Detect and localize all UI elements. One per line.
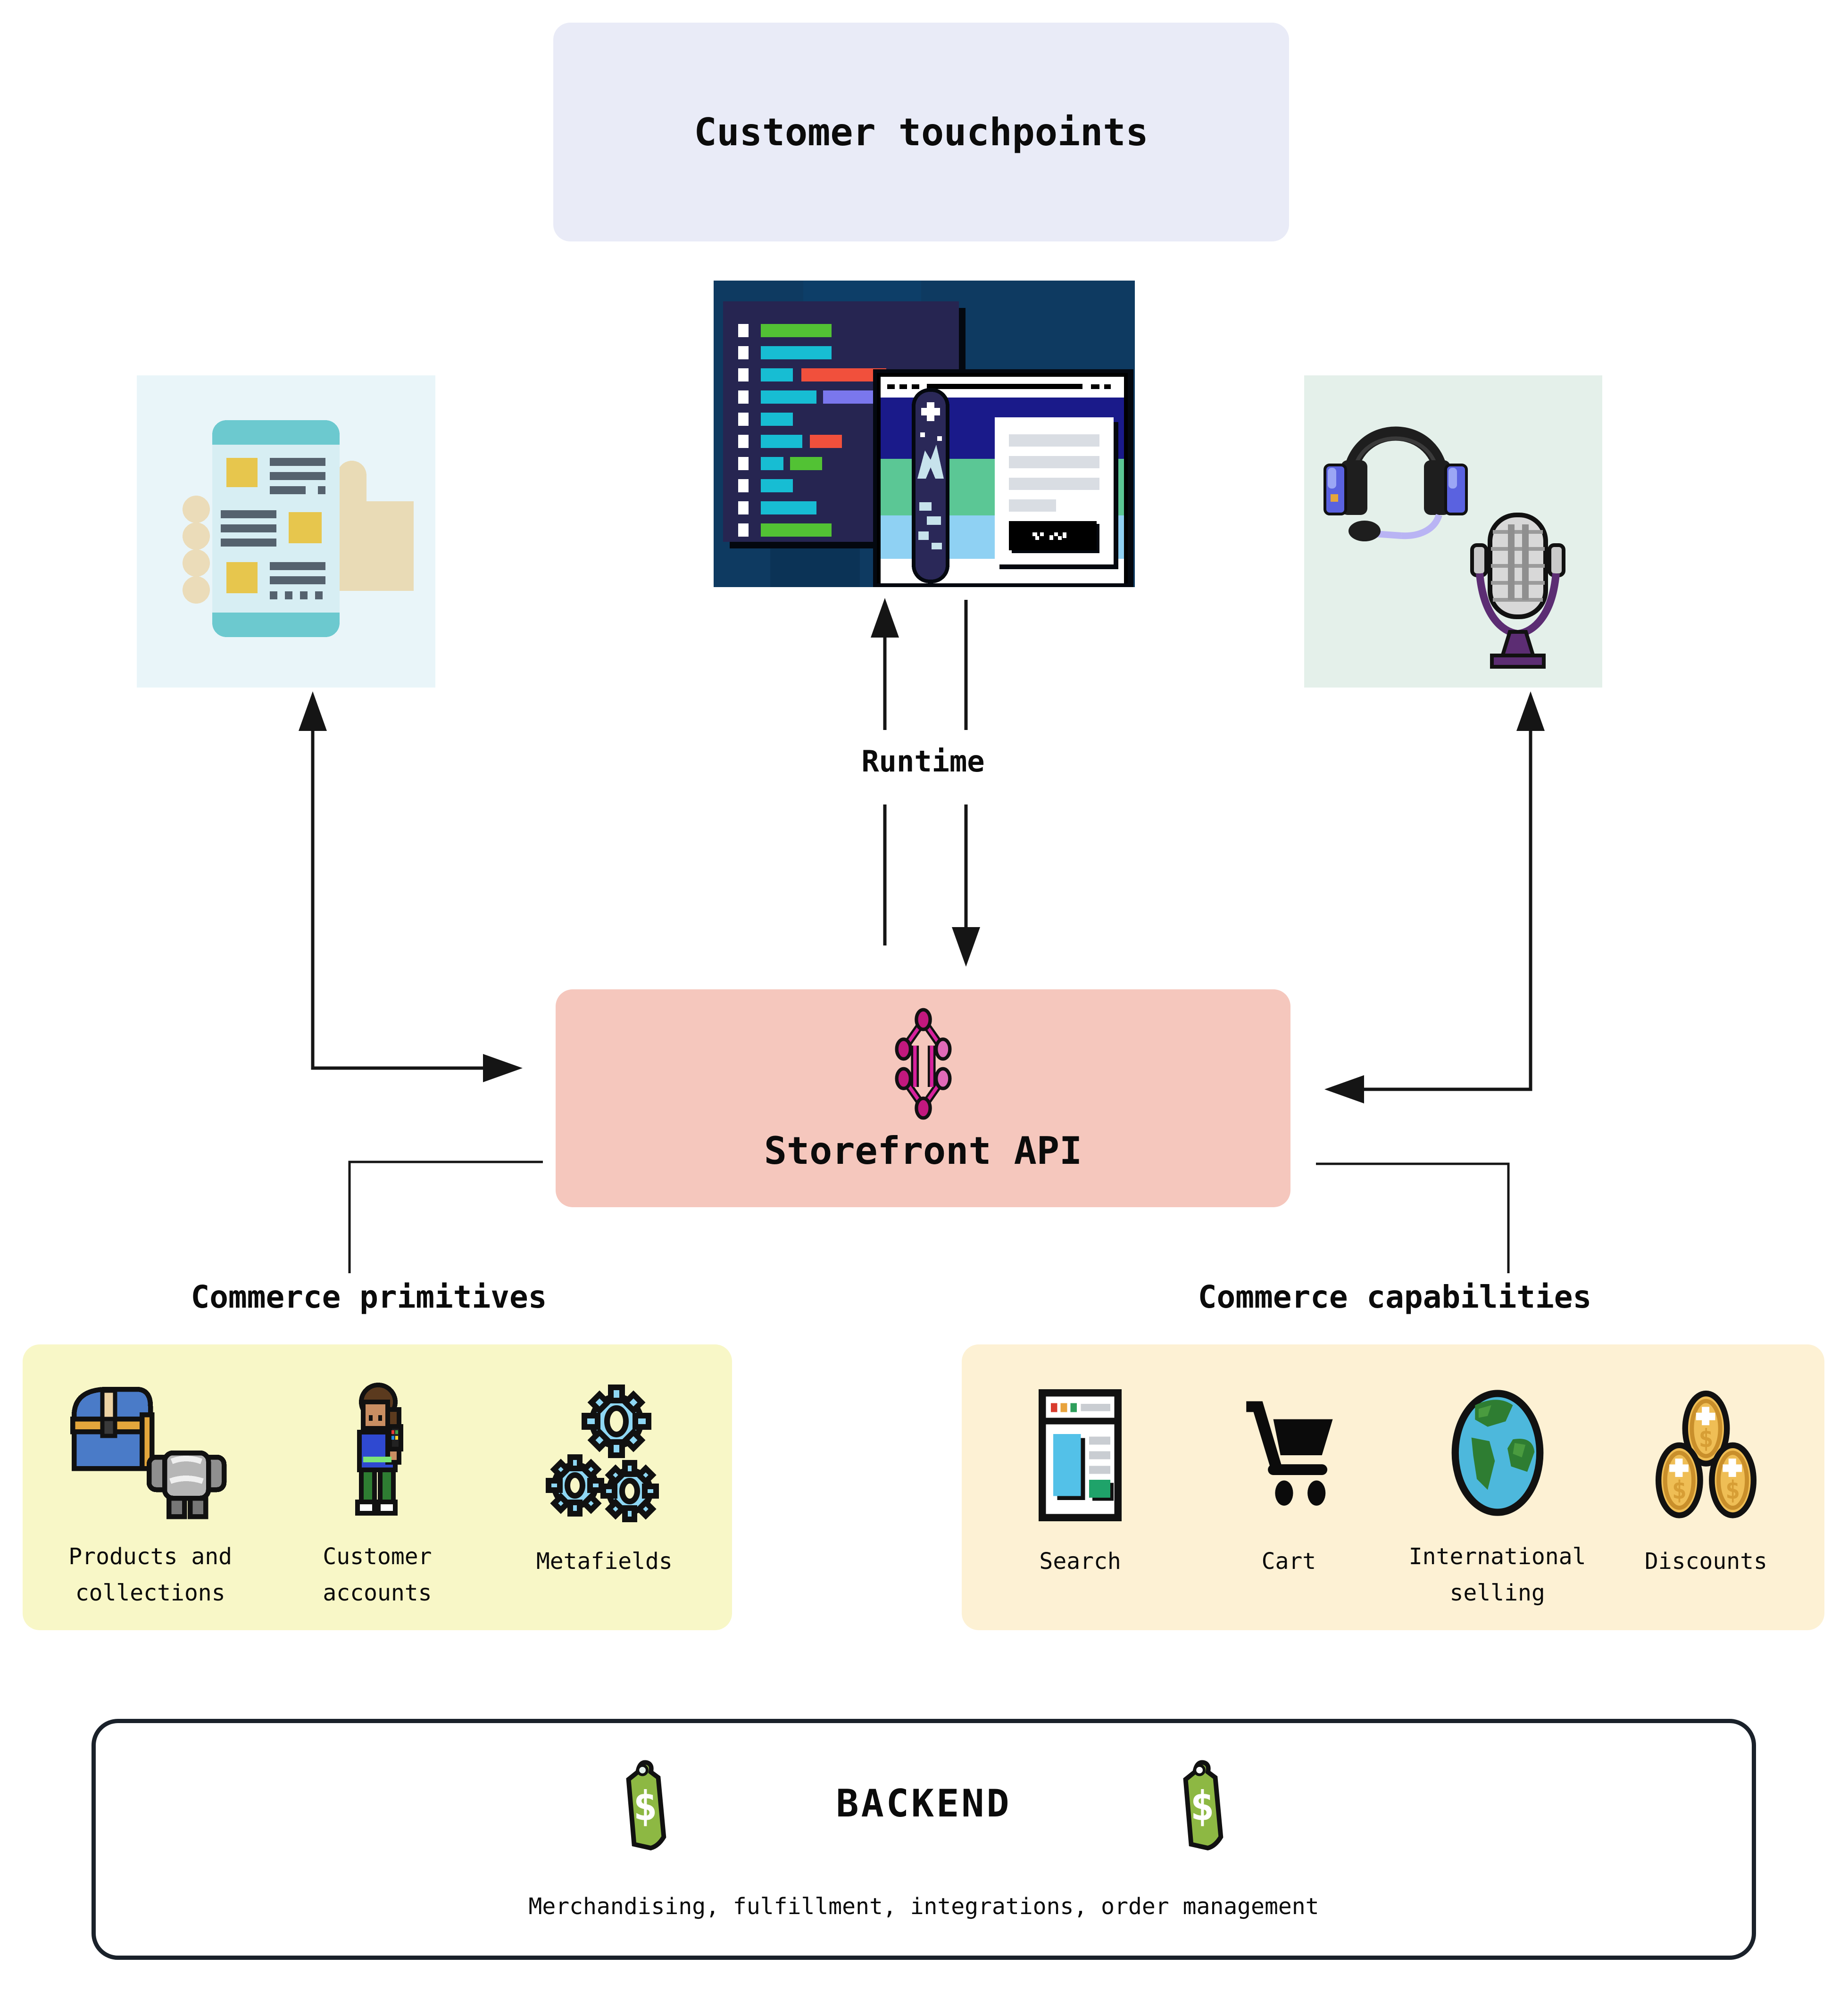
capability-search: Search (976, 1373, 1184, 1611)
storefront-api-title: Storefront API (764, 1129, 1082, 1173)
graphql-icon (895, 1008, 952, 1120)
storefront-code-image (714, 281, 1135, 587)
svg-text:$: $ (633, 1783, 658, 1830)
primitive-metafields: Metafields (491, 1373, 718, 1611)
customer-touchpoints-title: Customer touchpoints (694, 110, 1149, 154)
runtime-label: Runtime (861, 744, 985, 779)
backend-title: BACKEND (836, 1782, 1012, 1825)
right-arrowhead (483, 1054, 523, 1082)
left-up-arrowhead (299, 691, 327, 731)
primitive-label: Metafields (536, 1548, 673, 1575)
down-arrowhead (952, 927, 980, 967)
primitive-label: Products and collections (68, 1543, 233, 1607)
customer-avatar-icon (335, 1373, 420, 1533)
gold-coins-icon: $ $ $ (1652, 1373, 1760, 1538)
mobile-app-image (137, 375, 435, 688)
svg-text:$: $ (1725, 1476, 1740, 1505)
voice-commerce-image (1304, 375, 1602, 688)
commerce-capabilities-box: Search Cart (962, 1344, 1824, 1630)
right-up-arrowhead (1516, 691, 1545, 731)
up-arrowhead (871, 598, 899, 638)
right-elbow-arrow (1362, 727, 1532, 1091)
left-arrowhead (1324, 1075, 1364, 1103)
capability-label: International selling (1408, 1543, 1586, 1607)
left-elbow-arrow (311, 727, 485, 1070)
svg-text:$: $ (1672, 1476, 1687, 1505)
capabilities-connector (1316, 1162, 1510, 1273)
code-browser-illustration (714, 281, 1135, 587)
capability-label: Cart (1261, 1548, 1316, 1575)
capability-label: Search (1039, 1548, 1121, 1575)
primitive-customers: Customer accounts (264, 1373, 491, 1611)
browser-search-icon (1035, 1373, 1125, 1538)
shopify-bag-icon: $ (626, 1760, 666, 1850)
capability-label: Discounts (1644, 1548, 1767, 1575)
svg-text:$: $ (1190, 1783, 1215, 1830)
backend-box: $ BACKEND $ Merchandising, fulfillment, … (92, 1719, 1756, 1960)
primitive-products: Products and collections (37, 1373, 264, 1611)
globe-icon (1448, 1373, 1547, 1533)
gears-icon (533, 1373, 675, 1538)
primitives-connector (348, 1161, 543, 1273)
svg-text:$: $ (1698, 1424, 1714, 1453)
storefront-api-box: Storefront API (556, 989, 1290, 1207)
commerce-primitives-box: Products and collections (23, 1344, 732, 1630)
shopify-bag-icon: $ (1183, 1760, 1223, 1850)
headset-microphone-illustration (1324, 426, 1565, 669)
treasure-chest-armor-icon (66, 1373, 235, 1533)
capability-international: International selling (1393, 1373, 1602, 1611)
commerce-primitives-label: Commerce primitives (191, 1279, 547, 1315)
commerce-capabilities-label: Commerce capabilities (1198, 1279, 1592, 1315)
primitive-label: Customer accounts (323, 1543, 432, 1607)
mobile-phone-illustration (183, 420, 414, 637)
backend-subtitle: Merchandising, fulfillment, integrations… (528, 1893, 1319, 1920)
capability-discounts: $ $ $ Discounts (1602, 1373, 1810, 1611)
capability-cart: Cart (1184, 1373, 1393, 1611)
customer-touchpoints-box: Customer touchpoints (553, 23, 1289, 241)
shopping-cart-icon (1239, 1373, 1338, 1538)
